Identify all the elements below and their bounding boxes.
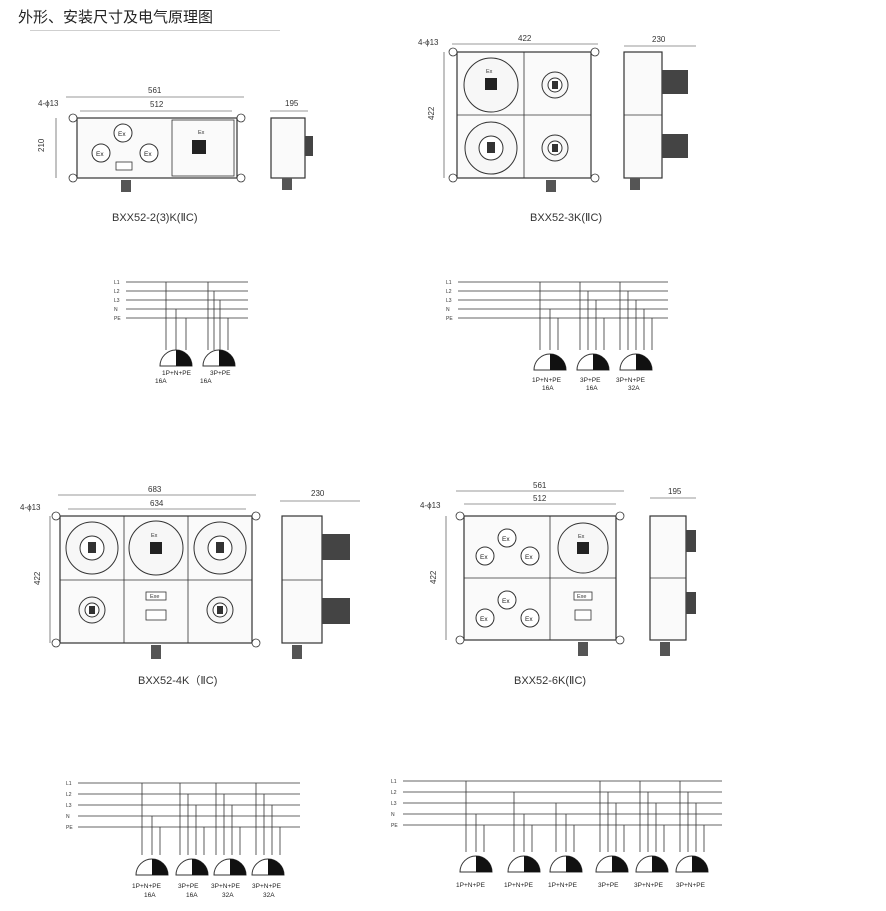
socket-rating: 16A — [155, 378, 167, 385]
wire-label: N — [391, 812, 395, 818]
wire-label: PE — [114, 316, 121, 322]
wiring-diagram-4: L1 L2 L3 N PE — [391, 779, 722, 889]
width-dim-inner: 512 — [150, 100, 164, 109]
wire-label: N — [446, 307, 450, 313]
ex-mark: Ex — [502, 536, 510, 543]
wire-label: L2 — [446, 289, 452, 295]
ex-mark: Ex — [144, 151, 152, 158]
wire-label: L2 — [114, 289, 120, 295]
socket-type: 3P+PE — [178, 883, 199, 890]
enclosure-bxx52-4k: 4-ϕ13 683 634 422 Ex Exe 230 BXX52-4K（ⅡC… — [20, 485, 360, 687]
ex-mark: Ex — [96, 151, 104, 158]
exe-mark: Exe — [577, 594, 586, 600]
depth-dim: 230 — [652, 35, 666, 44]
ex-mark: Ex — [480, 554, 488, 561]
socket-type: 1P+N+PE — [162, 370, 192, 377]
ex-mark: Ex — [578, 534, 585, 540]
socket-type: 1P+N+PE — [456, 882, 486, 889]
wire-label: PE — [446, 316, 453, 322]
wire-label: L3 — [66, 803, 72, 809]
ex-mark: Ex — [502, 598, 510, 605]
width-dim-inner: 634 — [150, 499, 164, 508]
socket-type: 3P+N+PE — [616, 377, 646, 384]
socket-rating: 16A — [200, 378, 212, 385]
exe-mark: Exe — [150, 594, 159, 600]
enclosure-bxx52-6k: 4-ϕ13 561 512 422 Ex Ex Ex Ex Ex Ex Ex E… — [420, 481, 696, 687]
ex-mark: Ex — [525, 616, 533, 623]
wire-label: L1 — [114, 280, 120, 286]
socket-rating: 16A — [144, 892, 156, 899]
width-dim-inner: 512 — [533, 494, 547, 503]
socket-rating: 16A — [586, 385, 598, 392]
socket-type: 3P+PE — [598, 882, 619, 889]
wire-label: L3 — [114, 298, 120, 304]
wire-label: L3 — [391, 801, 397, 807]
socket-rating: 32A — [263, 892, 275, 899]
wire-label: PE — [391, 823, 398, 829]
socket-type: 3P+PE — [210, 370, 231, 377]
ex-mark: Ex — [198, 130, 205, 136]
wiring-diagram-2: L1 L2 L3 N PE 1P+N+PE 16A 3P — [446, 280, 668, 392]
height-dim: 422 — [429, 570, 438, 584]
wire-label: L1 — [66, 781, 72, 787]
hole-dim: 4-ϕ13 — [420, 501, 441, 510]
title-underline — [30, 30, 280, 31]
enclosure-bxx52-3k: 4-ϕ13 422 422 Ex 230 BXX52-3K(ⅡC) — [418, 34, 696, 224]
height-dim: 422 — [427, 106, 436, 120]
depth-dim: 195 — [285, 99, 299, 108]
ex-mark: Ex — [486, 69, 493, 75]
wire-label: L1 — [446, 280, 452, 286]
model-label: BXX52-4K（ⅡC) — [138, 674, 217, 687]
wire-label: L1 — [391, 779, 397, 785]
socket-type: 1P+N+PE — [548, 882, 578, 889]
socket-rating: 32A — [628, 385, 640, 392]
wiring-diagram-1: L1 L2 L3 N PE 1P+N+PE 16A 3P+PE 16A — [114, 280, 248, 385]
hole-dim: 4-ϕ13 — [418, 38, 439, 47]
wire-label: L2 — [66, 792, 72, 798]
width-dim-outer: 561 — [533, 481, 547, 490]
hole-dim: 4-ϕ13 — [38, 99, 59, 108]
height-dim: 210 — [37, 138, 46, 152]
socket-type: 3P+N+PE — [252, 883, 282, 890]
section-title: 外形、安装尺寸及电气原理图 — [18, 8, 214, 26]
enclosure-bxx52-2-3k: 4-ϕ13 561 512 210 Ex Ex Ex Ex 195 BXX52-… — [37, 86, 313, 224]
socket-rating: 16A — [542, 385, 554, 392]
socket-type: 1P+N+PE — [532, 377, 562, 384]
socket-rating: 16A — [186, 892, 198, 899]
depth-dim: 230 — [311, 489, 325, 498]
wire-label: L3 — [446, 298, 452, 304]
wire-label: N — [114, 307, 118, 313]
wiring-diagram-3: L1 L2 L3 N PE — [66, 781, 300, 899]
socket-type: 3P+N+PE — [676, 882, 706, 889]
height-dim: 422 — [33, 571, 42, 585]
hole-dim: 4-ϕ13 — [20, 503, 41, 512]
ex-mark: Ex — [525, 554, 533, 561]
depth-dim: 195 — [668, 487, 682, 496]
ex-mark: Ex — [480, 616, 488, 623]
socket-type: 1P+N+PE — [132, 883, 162, 890]
model-label: BXX52-3K(ⅡC) — [530, 212, 602, 224]
socket-rating: 32A — [222, 892, 234, 899]
model-label: BXX52-2(3)K(ⅡC) — [112, 212, 198, 224]
wire-label: N — [66, 814, 70, 820]
socket-type: 3P+N+PE — [634, 882, 664, 889]
width-dim-outer: 683 — [148, 485, 162, 494]
ex-mark: Ex — [118, 131, 126, 138]
width-dim: 422 — [518, 34, 532, 43]
model-label: BXX52-6K(ⅡC) — [514, 675, 586, 687]
socket-type: 3P+N+PE — [211, 883, 241, 890]
socket-type: 1P+N+PE — [504, 882, 534, 889]
socket-type: 3P+PE — [580, 377, 601, 384]
wire-label: L2 — [391, 790, 397, 796]
width-dim-outer: 561 — [148, 86, 162, 95]
wire-label: PE — [66, 825, 73, 831]
ex-mark: Ex — [151, 533, 158, 539]
